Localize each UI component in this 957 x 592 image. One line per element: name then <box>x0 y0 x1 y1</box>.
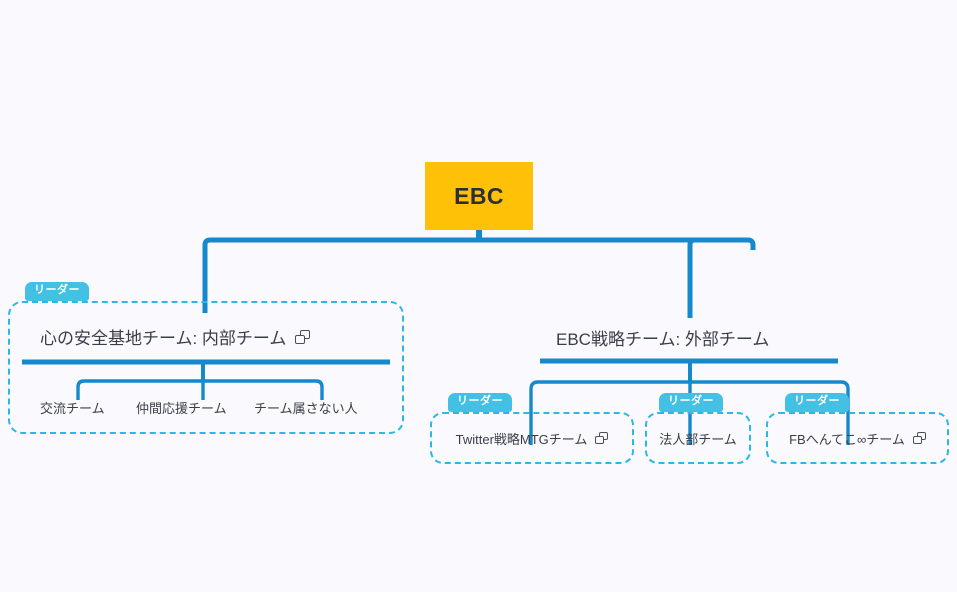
team-box-fb-hentenko[interactable]: FBへんてこ∞チーム <box>766 412 949 464</box>
group-box-internal-team[interactable] <box>8 301 404 434</box>
team-box-twitter-strategy-label: Twitter戦略MTGチーム <box>455 431 588 447</box>
copy-icon-front-sheet <box>912 436 922 444</box>
copy-icon[interactable] <box>912 432 926 444</box>
leader-badge-internal-team: リーダー <box>25 282 89 301</box>
group-title-external-team: EBC戦略チーム: 外部チーム <box>556 325 769 350</box>
team-box-corporate-division[interactable]: 法人部チーム <box>645 412 751 464</box>
group-title-internal-team-label: 心の安全基地チーム: 内部チーム <box>40 329 287 348</box>
copy-icon-back-sheet <box>300 329 311 339</box>
root-node-ebc[interactable]: EBC <box>425 162 533 230</box>
copy-icon[interactable] <box>295 329 311 344</box>
list-item[interactable]: チーム属さない人 <box>254 401 358 416</box>
root-node-label: EBC <box>454 182 504 209</box>
list-item[interactable]: 仲間応援チーム <box>136 401 227 416</box>
copy-icon-front-sheet <box>295 334 306 344</box>
leader-badge-twitter-team: リーダー <box>448 393 512 412</box>
leader-badge-fb-team: リーダー <box>785 393 849 412</box>
team-box-twitter-strategy[interactable]: Twitter戦略MTGチーム <box>430 412 634 464</box>
leader-badge-corporate-team: リーダー <box>659 393 723 412</box>
edge-right-drop <box>687 237 698 318</box>
copy-icon[interactable] <box>595 432 609 444</box>
team-box-corporate-division-label: 法人部チーム <box>659 431 737 447</box>
group-title-external-team-label: EBC戦略チーム: 外部チーム <box>556 330 770 349</box>
copy-icon-front-sheet <box>595 436 605 444</box>
team-box-fb-hentenko-label: FBへんてこ∞チーム <box>789 431 905 447</box>
group-title-internal-team: 心の安全基地チーム: 内部チーム <box>40 324 311 349</box>
list-item[interactable]: 交流チーム <box>40 401 105 416</box>
